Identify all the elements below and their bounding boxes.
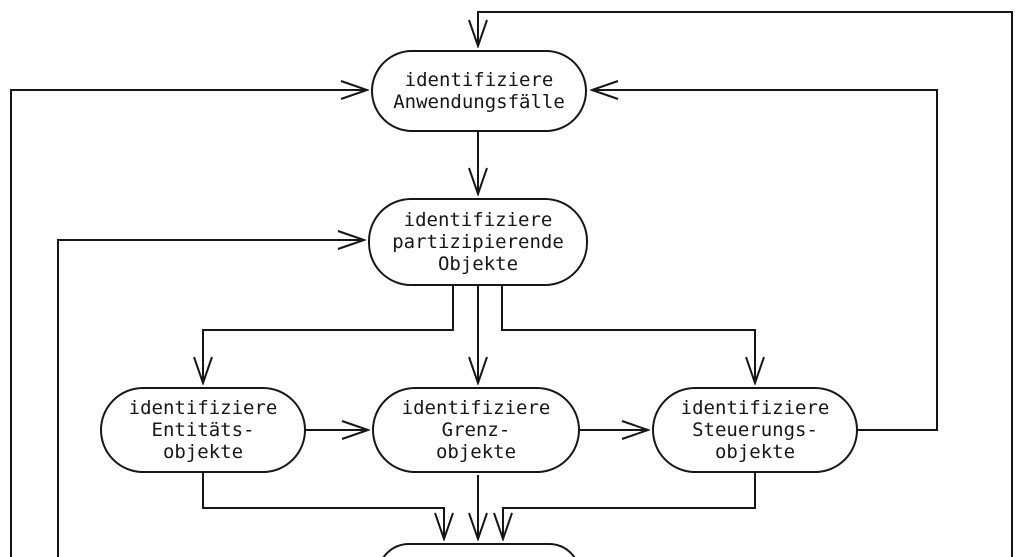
edge-steuerungs-to-bottom	[503, 473, 756, 539]
edge-entitaets-to-bottom	[202, 473, 444, 539]
node-label-entitaets: identifiziere Entitäts- objekte	[128, 397, 278, 463]
node-label-anwendungsfaelle: identifiziere Anwendungsfälle	[393, 69, 565, 113]
node-label-grenz: identifiziere Grenz- objekte	[401, 397, 551, 463]
node-identifiziere-entitaetsobjekte: identifiziere Entitäts- objekte	[100, 387, 306, 473]
edge-partizipierende-to-entitaets	[203, 286, 454, 383]
edge-bottom-loop-to-anwendungsfaelle-top	[478, 11, 1013, 557]
node-identifiziere-anwendungsfaelle: identifiziere Anwendungsfälle	[371, 50, 587, 132]
node-label-steuerungs: identifiziere Steuerungs- objekte	[680, 397, 830, 463]
node-identifiziere-grenzobjekte: identifiziere Grenz- objekte	[372, 387, 580, 473]
edge-left-loop-to-anwendungsfaelle-left	[10, 90, 367, 557]
node-identifiziere-partizipierende-objekte: identifiziere partizipierende Objekte	[368, 198, 588, 286]
edge-left-loop-to-partizipierende-left	[57, 240, 364, 557]
edge-steuerungs-to-anwendungsfaelle	[592, 90, 938, 431]
node-label-partizipierende: identifiziere partizipierende Objekte	[392, 209, 564, 275]
edge-partizipierende-to-steuerungs	[501, 286, 755, 383]
node-bottom-clipped	[377, 543, 581, 557]
node-identifiziere-steuerungsobjekte: identifiziere Steuerungs- objekte	[652, 387, 858, 473]
